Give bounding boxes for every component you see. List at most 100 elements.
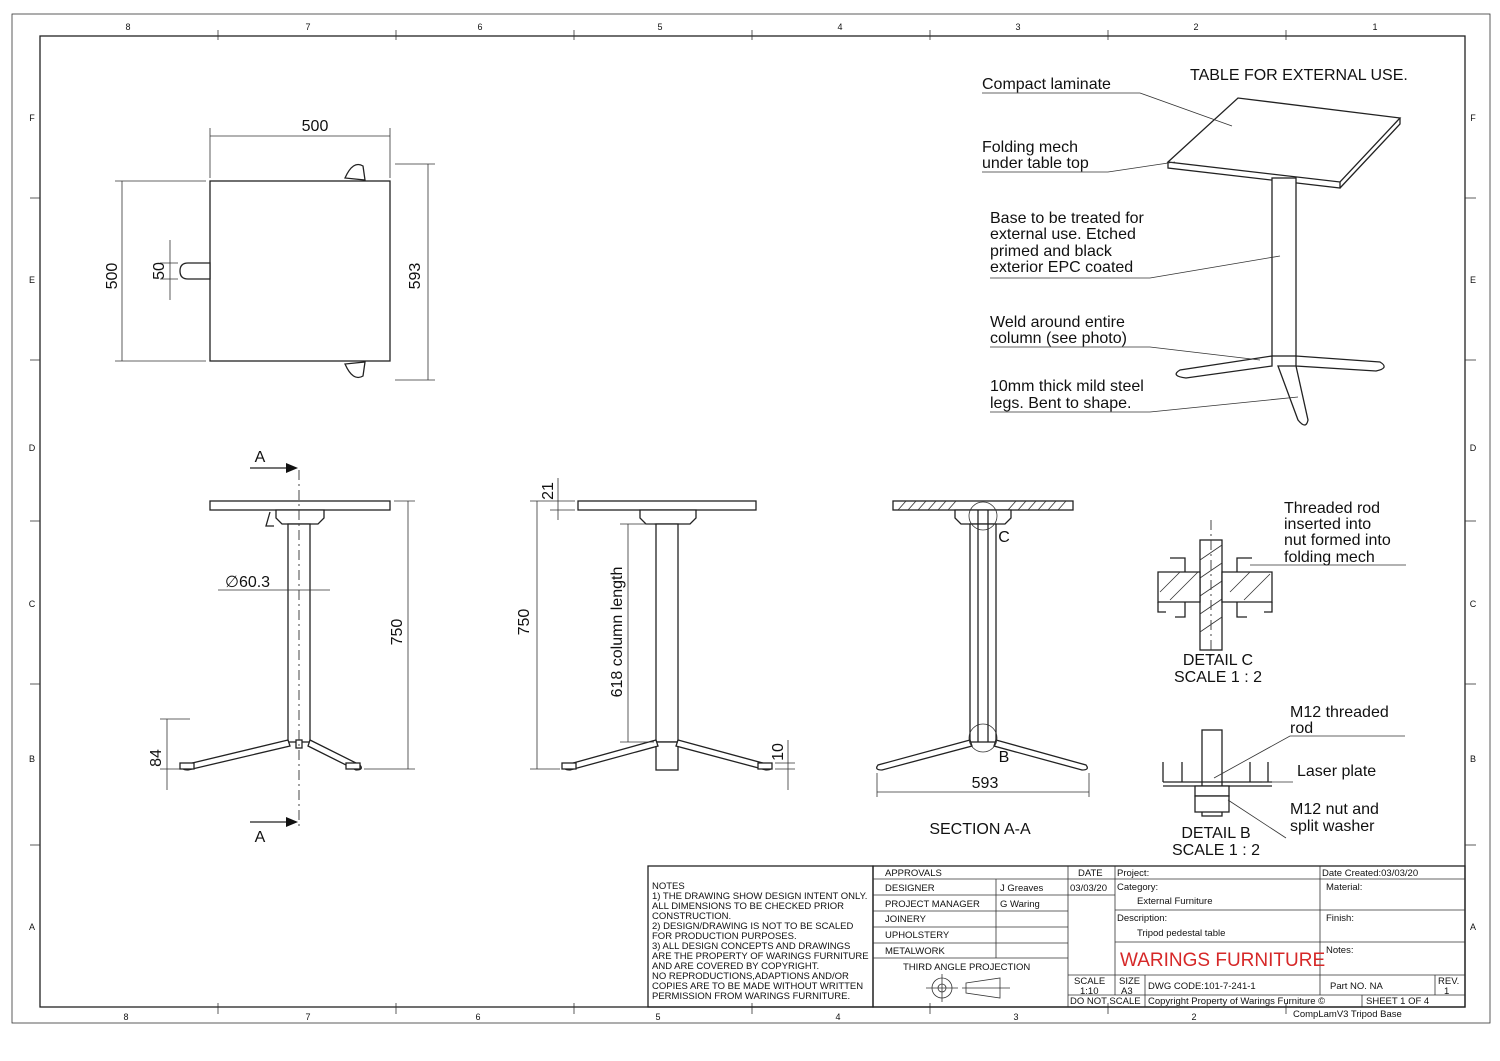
- front-view: A A ∅60.3 750 84: [148, 449, 415, 846]
- dim-height-front: 750: [389, 619, 406, 646]
- detail-b-marker: B: [999, 749, 1010, 766]
- tb-size-label: SIZE: [1119, 976, 1140, 987]
- tb-description-value: Tripod pedestal table: [1137, 928, 1225, 939]
- notes-line-5: FOR PRODUCTION PURPOSES.: [652, 931, 797, 942]
- callout-base-line1: Base to be treated for: [990, 210, 1145, 227]
- dim-top-21: 21: [540, 482, 557, 500]
- tb-category-label: Category:: [1117, 882, 1158, 893]
- column-label-2: 2: [1193, 22, 1198, 32]
- callout-compact-laminate: Compact laminate: [982, 76, 1111, 93]
- row-label-d: D: [29, 443, 36, 453]
- notes-line-9: NO REPRODUCTIONS,ADAPTIONS AND/OR: [652, 971, 849, 982]
- notes-line-2: ALL DIMENSIONS TO BE CHECKED PRIOR: [652, 901, 844, 912]
- notes-box: NOTES 1) THE DRAWING SHOW DESIGN INTENT …: [647, 865, 874, 1008]
- section-column: [969, 523, 997, 743]
- row-label-b-right: B: [1470, 754, 1476, 764]
- callout-laser-plate: Laser plate: [1297, 763, 1376, 780]
- title-block: APPROVALS DATE DESIGNER J Greaves 03/03/…: [872, 865, 1466, 1020]
- notes-line-11: PERMISSION FROM WARINGS FURNITURE.: [652, 991, 850, 1002]
- tb-upholstery: UPHOLSTERY: [885, 930, 950, 941]
- leg-foot-top: [344, 163, 366, 181]
- tb-projection: THIRD ANGLE PROJECTION: [903, 962, 1030, 973]
- dim-height-side: 750: [516, 609, 533, 636]
- callout-base-line4: exterior EPC coated: [990, 259, 1133, 276]
- row-label-e: E: [29, 275, 35, 285]
- iso-leg-front: [1277, 365, 1309, 426]
- tb-joinery: JOINERY: [885, 914, 927, 925]
- column-label-7-bottom: 7: [305, 1012, 310, 1022]
- dim-top-width: 500: [302, 118, 329, 135]
- dim-leg-84: 84: [148, 749, 165, 767]
- front-leg-left: [182, 739, 291, 771]
- column-label-6: 6: [477, 22, 482, 32]
- tb-size-value: A3: [1121, 986, 1133, 997]
- row-label-c: C: [29, 599, 36, 609]
- row-label-a-right: A: [1470, 922, 1476, 932]
- detail-c-view: Threaded rod inserted into nut formed in…: [1157, 500, 1406, 686]
- front-table-top: [209, 500, 391, 511]
- notes-line-4: 2) DESIGN/DRAWING IS NOT TO BE SCALED: [652, 921, 853, 932]
- section-a-a-view: C B 593 SECTION A-A: [876, 500, 1090, 838]
- detail-b-view: M12 threaded rod Laser plate M12 nut and…: [1162, 704, 1405, 859]
- callout-thread-line3: nut formed into: [1284, 532, 1391, 549]
- table-top-outline: [209, 180, 391, 362]
- callout-weld-line2: column (see photo): [990, 330, 1127, 347]
- row-label-c-right: C: [1470, 599, 1477, 609]
- tb-pm-name: G Waring: [1000, 899, 1040, 910]
- tb-dwg-code: DWG CODE:101-7-241-1: [1148, 981, 1256, 992]
- side-leg-front: [655, 741, 679, 771]
- callout-m12nut-line1: M12 nut and: [1290, 801, 1379, 818]
- iso-column: [1271, 177, 1297, 357]
- front-folding-mech: [275, 509, 325, 525]
- callout-thread-line1: Threaded rod: [1284, 500, 1380, 517]
- callout-folding-line1: Folding mech: [982, 139, 1078, 156]
- callout-thread-line2: inserted into: [1284, 516, 1371, 533]
- row-label-b: B: [29, 754, 35, 764]
- section-marker-top: A: [255, 449, 266, 466]
- callout-m12nut-line2: split washer: [1290, 818, 1375, 835]
- isometric-view: TABLE FOR EXTERNAL USE. Compact laminate…: [982, 67, 1408, 426]
- leg-foot-left: [179, 262, 211, 280]
- tb-date-created: Date Created:03/03/20: [1322, 868, 1418, 879]
- tb-designer-role: DESIGNER: [885, 883, 935, 894]
- column-label-5-bottom: 5: [655, 1012, 660, 1022]
- column-label-8-bottom: 8: [123, 1012, 128, 1022]
- detail-b-title: DETAIL B: [1181, 825, 1250, 842]
- iso-leg-right: [1295, 355, 1385, 372]
- tb-part-no: Part NO. NA: [1330, 981, 1383, 992]
- tb-sheet: SHEET 1 OF 4: [1366, 996, 1429, 1007]
- top-view: 500 500 50 593: [104, 118, 435, 381]
- callout-base-line2: external use. Etched: [990, 226, 1136, 243]
- iso-title: TABLE FOR EXTERNAL USE.: [1190, 67, 1408, 84]
- dim-leg-10: 10: [770, 743, 787, 761]
- dim-base-593: 593: [972, 775, 999, 792]
- callout-legs-line1: 10mm thick mild steel: [990, 378, 1144, 395]
- detail-c-scale: SCALE 1 : 2: [1174, 669, 1262, 686]
- dim-diameter: ∅60.3: [225, 574, 270, 591]
- row-label-f: F: [29, 113, 35, 123]
- section-arrow-bottom: [250, 817, 298, 827]
- column-label-4-bottom: 4: [835, 1012, 840, 1022]
- side-folding-mech: [639, 509, 697, 525]
- notes-line-6: 3) ALL DESIGN CONCEPTS AND DRAWINGS: [652, 941, 850, 952]
- notes-line-10: COPIES ARE TO BE MADE WITHOUT WRITTEN: [652, 981, 863, 992]
- section-leg-right: [993, 739, 1088, 771]
- side-leg-left: [564, 739, 659, 771]
- tb-copyright: Copyright Property of Warings Furniture …: [1148, 996, 1325, 1007]
- tb-designer-date: 03/03/20: [1070, 883, 1107, 894]
- dim-column-length: 618 column length: [609, 567, 626, 698]
- column-label-1: 1: [1372, 22, 1377, 32]
- tb-do-not-scale: DO NOT SCALE: [1070, 996, 1141, 1007]
- callout-m12rod-line1: M12 threaded: [1290, 704, 1389, 721]
- detail-c-marker: C: [998, 529, 1010, 546]
- tb-finish: Finish:: [1326, 913, 1354, 924]
- callout-base-line3: primed and black: [990, 243, 1113, 260]
- side-view: 21 750 618 column length 10: [516, 478, 795, 790]
- row-label-e-right: E: [1470, 275, 1476, 285]
- section-leg-left: [876, 739, 973, 771]
- column-label-5: 5: [657, 22, 662, 32]
- tb-rev-value: 1: [1444, 986, 1449, 997]
- tb-filename: CompLamV3 Tripod Base: [1293, 1009, 1402, 1020]
- callout-weld-line1: Weld around entire: [990, 314, 1125, 331]
- detail-c-circle: [968, 501, 998, 531]
